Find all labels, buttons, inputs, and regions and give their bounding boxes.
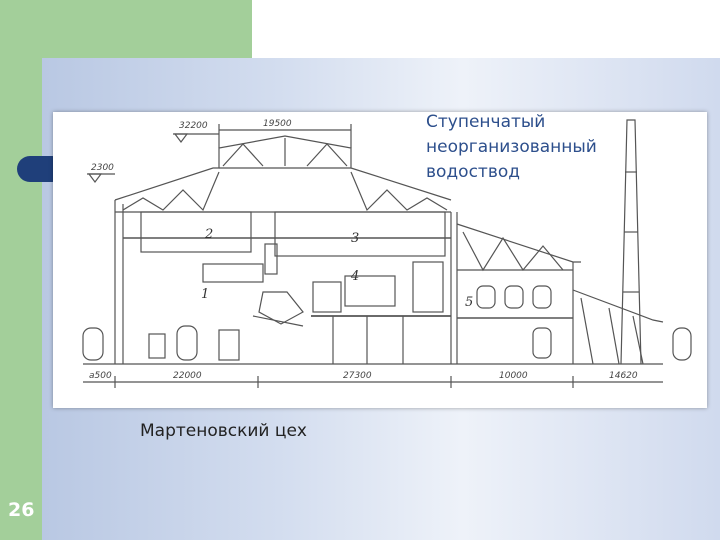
elevation-top-label: 32200	[179, 121, 208, 131]
room-3-zone	[274, 211, 446, 257]
room-number-3: 3	[351, 231, 359, 246]
main-roof	[114, 135, 452, 201]
room-2-zone	[140, 211, 252, 253]
note-line-2: неорганизованный	[426, 137, 597, 157]
converter-shape	[258, 291, 304, 325]
green-side-bar	[0, 0, 42, 540]
span-label-3: 27300	[343, 371, 372, 381]
drawing-svg: 32200 2300 19500 a500 22000 27300 10000 …	[82, 119, 692, 388]
room-number-5: 5	[465, 295, 473, 310]
chimney	[620, 119, 642, 365]
figure-caption: Мартеновский цех	[140, 421, 307, 441]
ladle-right	[672, 327, 692, 361]
span-label-5: 14620	[609, 371, 638, 381]
span-label-2: 22000	[173, 371, 202, 381]
section-drawing: 32200 2300 19500 a500 22000 27300 10000 …	[53, 112, 707, 408]
roof-drainage-note: Ступенчатый неорганизованный водоствод	[426, 110, 626, 185]
elevation-side-label: 2300	[91, 163, 114, 173]
note-line-3: водоствод	[426, 162, 520, 182]
ladle-1	[82, 327, 104, 361]
room-number-4: 4	[350, 269, 359, 284]
room-number-1: 1	[201, 287, 209, 302]
span-label-4: 10000	[499, 371, 528, 381]
ladle-2	[176, 325, 198, 361]
green-header-bar	[0, 0, 252, 58]
note-line-1: Ступенчатый	[426, 112, 546, 132]
room-number-2: 2	[204, 227, 213, 242]
span-label-1: a500	[89, 371, 112, 381]
span-top-label: 19500	[263, 119, 292, 129]
slide-number: 26	[8, 499, 35, 521]
